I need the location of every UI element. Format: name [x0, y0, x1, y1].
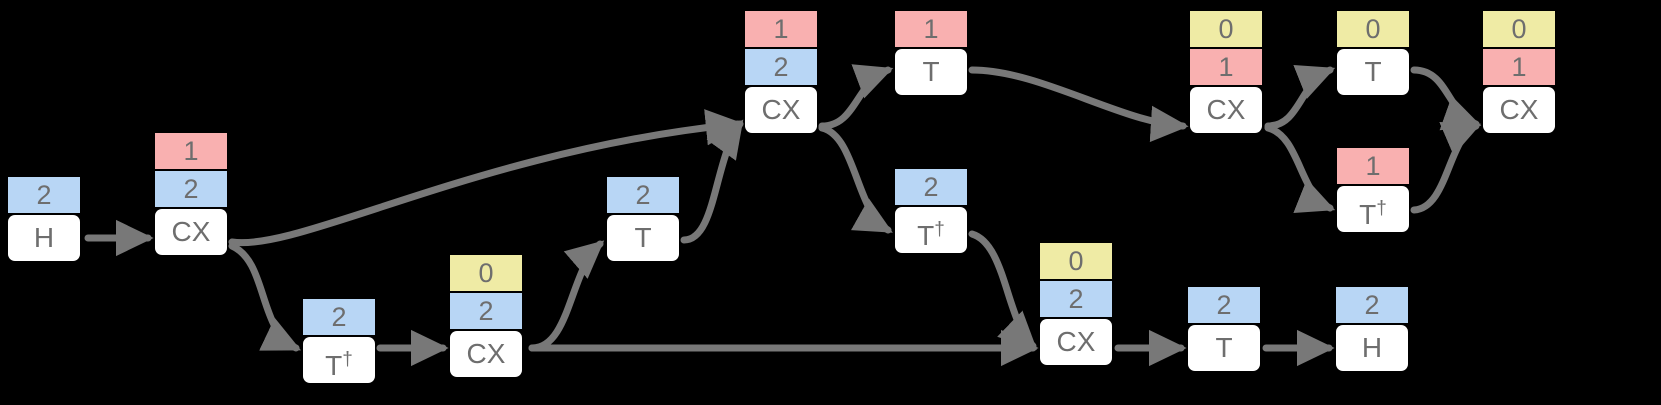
edge-n5-to-n7 — [818, 124, 893, 234]
qubit-badge-pink: 1 — [1190, 49, 1262, 85]
edge-n6-to-n11 — [968, 66, 1189, 143]
qubit-badge-pink: 1 — [745, 11, 817, 47]
gate-label-box[interactable]: CX — [1040, 319, 1112, 365]
qubit-badge-pink: 1 — [155, 133, 227, 169]
edge-n12-to-n14 — [1410, 66, 1482, 131]
dagger-icon: † — [342, 349, 353, 370]
gate-label-box[interactable]: T — [895, 49, 967, 95]
gate-label-box[interactable]: CX — [1190, 87, 1262, 133]
gate-label-box[interactable]: CX — [745, 87, 817, 133]
qubit-badge-blue: 2 — [303, 299, 375, 335]
edge-n11-to-n13 — [1264, 124, 1336, 213]
qubit-badge-blue: 2 — [895, 169, 967, 205]
qubit-badge-blue: 2 — [1040, 281, 1112, 317]
edge-n13-to-n14 — [1410, 122, 1482, 214]
edge-n7-to-n8 — [968, 230, 1038, 350]
gate-label-box[interactable]: T — [607, 215, 679, 261]
dagger-icon: † — [934, 219, 945, 240]
edge-n3-to-n4 — [528, 240, 605, 352]
gate-label-box[interactable]: CX — [450, 331, 522, 377]
qubit-badge-yellow: 0 — [1337, 11, 1409, 47]
qubit-badge-blue: 2 — [450, 293, 522, 329]
gate-label-box[interactable]: CX — [1483, 87, 1555, 133]
qubit-badge-blue: 2 — [155, 171, 227, 207]
dagger-icon: † — [1376, 198, 1387, 219]
qubit-badge-blue: 2 — [607, 177, 679, 213]
gate-label-box[interactable]: T — [1188, 325, 1260, 371]
gate-label-box[interactable]: T† — [1337, 186, 1409, 232]
qubit-badge-pink: 1 — [1337, 148, 1409, 184]
qubit-badge-yellow: 0 — [1040, 243, 1112, 279]
edge-n4-to-n5 — [680, 119, 744, 244]
qubit-badge-blue: 2 — [8, 177, 80, 213]
gate-label-box[interactable]: T† — [895, 207, 967, 253]
edge-n11-to-n12 — [1264, 65, 1336, 130]
gate-label-box[interactable]: CX — [155, 209, 227, 255]
qubit-badge-blue: 2 — [1188, 287, 1260, 323]
qubit-badge-pink: 1 — [1483, 49, 1555, 85]
qubit-badge-yellow: 0 — [1483, 11, 1555, 47]
gate-label-box[interactable]: T† — [303, 337, 375, 383]
qubit-badge-blue: 2 — [745, 49, 817, 85]
qubit-badge-pink: 1 — [895, 11, 967, 47]
gate-label-box[interactable]: T — [1337, 49, 1409, 95]
gate-label-box[interactable]: H — [1336, 325, 1408, 371]
qubit-badge-blue: 2 — [1336, 287, 1408, 323]
gate-label-box[interactable]: H — [8, 215, 80, 261]
edge-n1-to-n2 — [228, 242, 302, 352]
qubit-badge-yellow: 0 — [1190, 11, 1262, 47]
edge-n5-to-n6 — [818, 64, 894, 130]
qubit-badge-yellow: 0 — [450, 255, 522, 291]
